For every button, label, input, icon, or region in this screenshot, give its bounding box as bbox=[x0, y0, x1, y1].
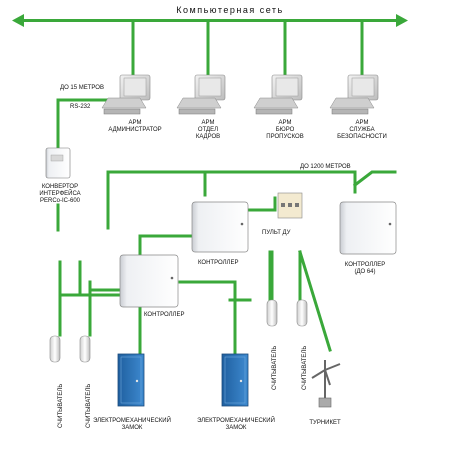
controller-main bbox=[119, 254, 179, 308]
controller-64 bbox=[339, 201, 397, 255]
workstation-security-label: АРМ СЛУЖБА БЕЗОПАСНОСТИ bbox=[337, 120, 387, 140]
workstation-hr-label: АРМ ОТДЕЛ КАДРОВ bbox=[195, 120, 221, 140]
reader-1 bbox=[49, 335, 61, 363]
controller-top-label: КОНТРОЛЛЕР bbox=[198, 260, 239, 266]
workstation-admin bbox=[101, 74, 151, 115]
controller-top bbox=[191, 201, 249, 253]
converter-device bbox=[45, 147, 71, 179]
reader-1-label: СЧИТЫВАТЕЛЬ bbox=[58, 383, 64, 428]
workstation-security bbox=[329, 74, 379, 115]
distance-1200-label: ДО 1200 МЕТРОВ bbox=[300, 164, 351, 170]
workstation-pass-office bbox=[253, 74, 303, 115]
reader-4-label: СЧИТЫВАТЕЛЬ bbox=[302, 345, 308, 390]
door-2 bbox=[221, 353, 249, 407]
network-title: Компьютерная сеть bbox=[176, 5, 284, 15]
network-bus bbox=[12, 14, 408, 27]
converter-label: КОНВЕРТОР ИНТЕРФЕЙСА PERCo-IC-600 bbox=[39, 184, 81, 204]
controller-64-label: КОНТРОЛЛЕР (ДО 64) bbox=[344, 262, 386, 275]
remote-control-label: ПУЛЬТ ДУ bbox=[262, 230, 291, 236]
workstation-admin-label: АРМ АДМИНИСТРАТОР bbox=[108, 120, 162, 133]
workstation-hr bbox=[176, 74, 226, 115]
rs232-label: RS-232 bbox=[70, 104, 91, 110]
reader-4 bbox=[296, 299, 308, 327]
turnstile-label: ТУРНИКЕТ bbox=[309, 420, 341, 426]
lock-1-label: ЭЛЕКТРОМЕХАНИЧЕСКИЙ ЗАМОК bbox=[93, 418, 171, 431]
door-1 bbox=[117, 353, 145, 407]
remote-control-device bbox=[277, 192, 303, 219]
lock-2-label: ЭЛЕКТРОМЕХАНИЧЕСКИЙ ЗАМОК bbox=[197, 418, 275, 431]
reader-3 bbox=[266, 299, 278, 327]
workstation-pass-office-label: АРМ БЮРО ПРОПУСКОВ bbox=[266, 120, 304, 140]
reader-2 bbox=[79, 335, 91, 363]
connection-lines bbox=[56, 19, 397, 357]
distance-15-label: ДО 15 МЕТРОВ bbox=[60, 85, 104, 91]
turnstile bbox=[311, 360, 341, 408]
controller-main-label: КОНТРОЛЛЕР bbox=[144, 312, 185, 318]
reader-3-label: СЧИТЫВАТЕЛЬ bbox=[272, 345, 278, 390]
